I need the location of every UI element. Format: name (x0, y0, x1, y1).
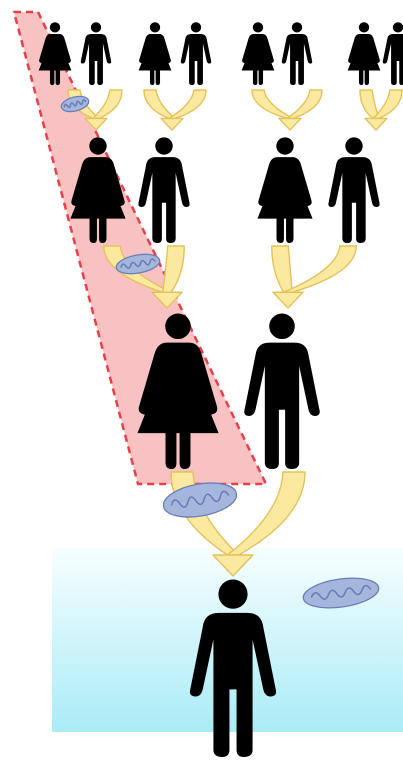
grandparents-male-2 (138, 137, 189, 243)
grandparents-male-4 (328, 137, 379, 243)
great-grandparents-male-2 (81, 22, 111, 85)
great-grandparents-female-3 (139, 22, 172, 85)
great-grandparents-male-8 (383, 22, 403, 85)
great-grandparents-male-4 (181, 22, 211, 85)
great-grandparents-female-5 (242, 22, 275, 85)
inheritance-arrow-4 (360, 90, 402, 130)
inheritance-arrow-6 (272, 246, 357, 308)
inheritance-arrow-2 (144, 90, 206, 130)
inheritance-arrow-3 (252, 90, 322, 130)
grandparents-female-3 (257, 137, 312, 243)
great-grandparents-male-6 (282, 22, 312, 85)
great-grandparents-female-7 (348, 22, 381, 85)
parents-male-2 (244, 313, 320, 469)
